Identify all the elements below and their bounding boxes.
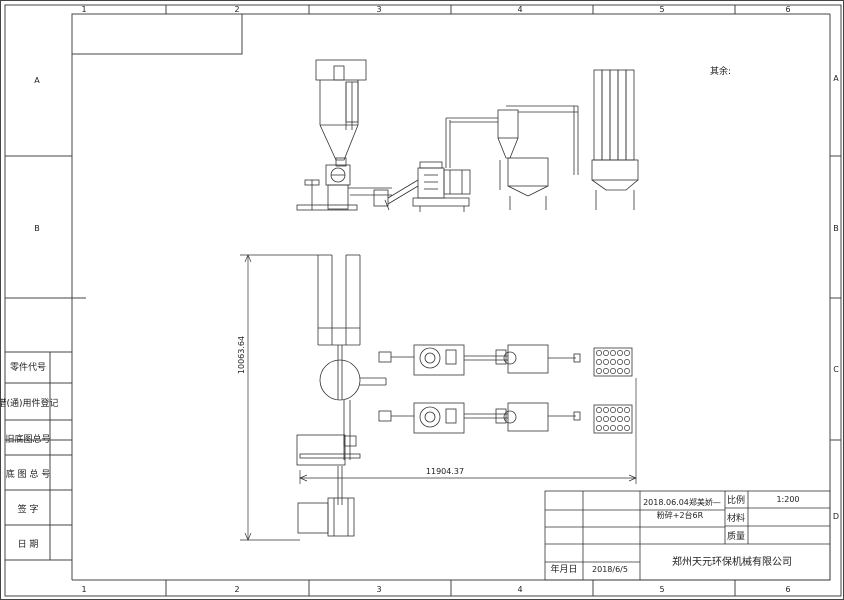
material-label: 材料 — [727, 512, 745, 524]
left-label-date: 日 期 — [18, 539, 39, 550]
title-block-text: 2018.06.04郑美娇— 粉碎+2台6R 比例 1:200 材料 质量 郑州… — [550, 494, 799, 575]
filter-bag-grid-2 — [596, 407, 630, 431]
dimension-vertical — [240, 254, 318, 541]
col-label-bottom-5: 5 — [659, 585, 664, 594]
left-panel: 零件代号 借(通)用件登记 旧底图总号 底 图 总 号 签 字 日 期 — [0, 361, 59, 550]
col-label-bottom-6: 6 — [785, 585, 790, 594]
left-label-base-number: 底 图 总 号 — [6, 468, 51, 480]
col-label-top-6: 6 — [785, 5, 790, 14]
left-label-borrowed-registry: 借(通)用件登记 — [0, 397, 59, 409]
col-label-top-5: 5 — [659, 5, 664, 14]
scale-value: 1:200 — [776, 495, 799, 504]
date-label: 年月日 — [550, 563, 577, 575]
grid-labels: 1 2 3 4 5 6 1 2 3 4 5 6 A B A B C D — [34, 5, 839, 594]
col-label-bottom-2: 2 — [234, 585, 239, 594]
col-label-top-2: 2 — [234, 5, 239, 14]
title-block — [544, 490, 831, 581]
elevation-view — [296, 59, 639, 212]
col-label-bottom-1: 1 — [81, 585, 86, 594]
company-name: 郑州天元环保机械有限公司 — [672, 555, 792, 568]
date-value: 2018/6/5 — [592, 565, 628, 574]
left-label-old-base-number: 旧底图总号 — [5, 433, 50, 445]
dimension-horizontal — [299, 378, 637, 484]
note-rest: 其余: — [710, 65, 731, 77]
quality-label: 质量 — [727, 530, 745, 542]
dimension-horizontal-value: 11904.37 — [426, 467, 464, 476]
row-label-right-b: B — [833, 224, 839, 233]
col-label-top-4: 4 — [517, 5, 522, 14]
left-label-part-code: 零件代号 — [10, 361, 46, 373]
plan-view — [296, 254, 633, 537]
filter-bag-grid-1 — [596, 350, 630, 374]
revision-note-line2: 粉碎+2台6R — [657, 510, 704, 520]
row-label-right-d: D — [833, 512, 839, 521]
col-label-top-3: 3 — [376, 5, 381, 14]
col-label-bottom-4: 4 — [517, 585, 522, 594]
col-label-bottom-3: 3 — [376, 585, 381, 594]
col-label-top-1: 1 — [81, 5, 86, 14]
row-label-left-b: B — [34, 224, 40, 233]
row-label-right-a: A — [833, 74, 839, 83]
row-label-left-a: A — [34, 76, 40, 85]
row-label-right-c: C — [833, 365, 839, 374]
scale-label: 比例 — [727, 494, 745, 506]
left-label-signature: 签 字 — [18, 503, 39, 515]
dimension-vertical-value: 10063.64 — [237, 336, 246, 374]
revision-note-line1: 2018.06.04郑美娇— — [643, 497, 721, 507]
